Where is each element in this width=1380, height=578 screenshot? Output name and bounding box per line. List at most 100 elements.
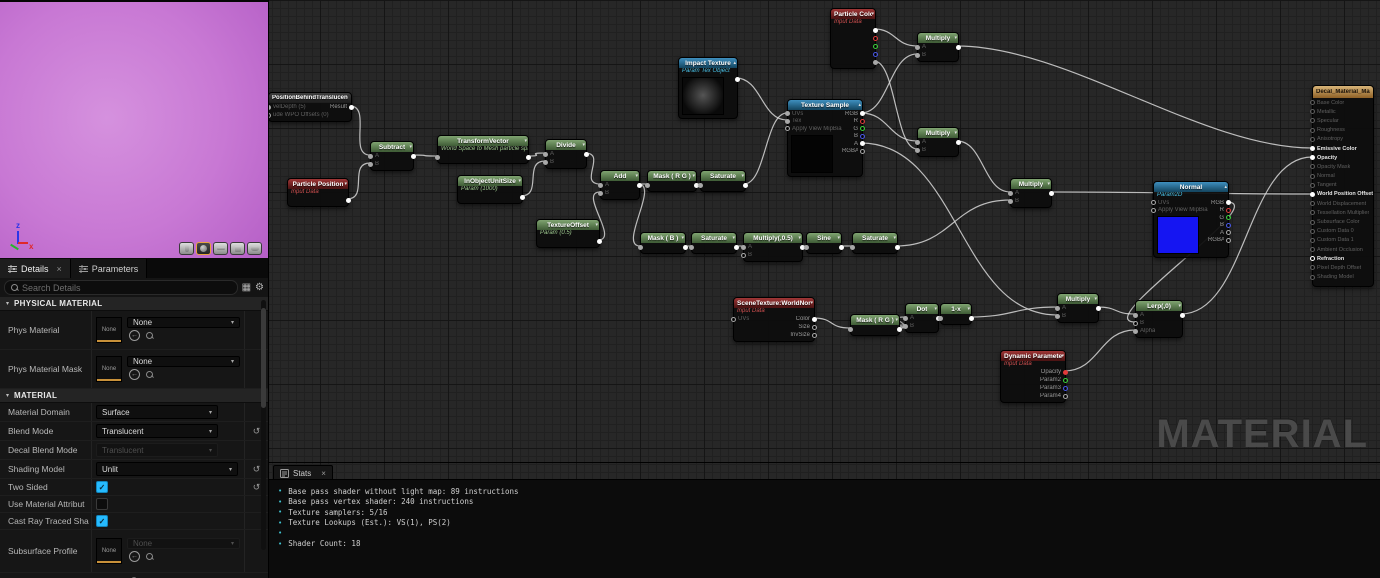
pin-circle[interactable] xyxy=(368,161,373,167)
pin[interactable] xyxy=(873,58,878,66)
pin[interactable] xyxy=(873,34,878,42)
pin-uvs[interactable]: UVs xyxy=(731,315,749,323)
pin-circle[interactable] xyxy=(1310,127,1315,133)
pin-b[interactable]: B xyxy=(915,146,926,154)
pin-a[interactable]: A xyxy=(915,43,926,51)
pin-circle[interactable] xyxy=(915,44,920,50)
node-header[interactable]: Multiply▾ xyxy=(918,128,958,138)
pin-circle[interactable] xyxy=(1226,207,1231,213)
browse-asset-icon[interactable] xyxy=(146,371,153,378)
pin-circle[interactable] xyxy=(903,323,908,329)
pin-subsurface-color[interactable]: Subsurface Color xyxy=(1310,217,1373,226)
pin-b[interactable]: B xyxy=(1008,197,1019,205)
pin-b[interactable]: B xyxy=(543,158,554,166)
asset-thumbnail[interactable]: None xyxy=(96,317,122,343)
collapse-down-icon[interactable]: ▾ xyxy=(798,235,801,241)
pin-circle[interactable] xyxy=(873,43,878,49)
section-expand-icon[interactable]: ▾ xyxy=(6,393,10,399)
blend-mode-dropdown[interactable]: Translucent ▾ xyxy=(96,424,218,438)
pin[interactable] xyxy=(969,314,974,322)
graph-node-mask-rg-2[interactable]: Mask ( R G )▾ xyxy=(848,314,902,336)
node-header[interactable]: Saturate▾ xyxy=(701,171,745,181)
pin[interactable] xyxy=(645,181,650,189)
pin-b[interactable]: B xyxy=(903,322,914,330)
node-header[interactable]: Dynamic Parameter▾ xyxy=(1001,351,1065,361)
pin-circle[interactable] xyxy=(731,316,736,322)
pin[interactable] xyxy=(848,325,853,333)
details-scrollbar[interactable] xyxy=(261,300,266,550)
node-header[interactable]: Multiply▾ xyxy=(1011,179,1051,189)
pin-circle[interactable] xyxy=(1226,215,1231,221)
preview-shape-plane-button[interactable] xyxy=(213,242,228,255)
pin[interactable] xyxy=(743,181,748,189)
pin-rgba[interactable]: RGBA xyxy=(842,148,865,156)
pin[interactable] xyxy=(683,243,688,251)
pin-roughness[interactable]: Roughness xyxy=(1310,126,1373,135)
material-domain-dropdown[interactable]: Surface ▾ xyxy=(96,405,218,419)
pin-tangent[interactable]: Tangent xyxy=(1310,181,1373,190)
pin[interactable] xyxy=(873,26,878,34)
pin-refraction[interactable]: Refraction xyxy=(1310,254,1373,263)
collapse-up-icon[interactable]: ▴ xyxy=(733,60,736,66)
pin-circle[interactable] xyxy=(1226,222,1231,228)
pin-normal[interactable]: Normal xyxy=(1310,172,1373,181)
collapse-down-icon[interactable]: ▾ xyxy=(518,178,521,184)
collapse-down-icon[interactable]: ▾ xyxy=(409,144,412,150)
pin-a[interactable]: A xyxy=(741,243,752,251)
pin-circle[interactable] xyxy=(1008,190,1013,196)
pin[interactable] xyxy=(411,152,416,160)
pin-circle[interactable] xyxy=(741,252,746,258)
pin-circle[interactable] xyxy=(1063,377,1068,383)
pin[interactable] xyxy=(800,243,805,251)
pin-circle[interactable] xyxy=(1226,200,1231,206)
pin[interactable] xyxy=(897,325,902,333)
reset-to-default-icon[interactable]: ↺ xyxy=(252,463,261,474)
pin-circle[interactable] xyxy=(1310,146,1315,152)
node-header[interactable]: Lerp(,0)▾ xyxy=(1136,301,1182,311)
pin-circle[interactable] xyxy=(938,315,943,321)
pin[interactable] xyxy=(839,243,844,251)
collapse-down-icon[interactable]: ▾ xyxy=(954,35,957,41)
pin-circle[interactable] xyxy=(873,27,878,33)
node-header[interactable]: Subtract▾ xyxy=(371,142,413,152)
pin-circle[interactable] xyxy=(1063,385,1068,391)
pin-circle[interactable] xyxy=(1310,155,1315,161)
node-header[interactable]: Saturate▾ xyxy=(853,233,897,243)
pin-a[interactable]: A xyxy=(915,138,926,146)
pin-circle[interactable] xyxy=(349,104,354,110)
collapse-down-icon[interactable]: ▾ xyxy=(1094,296,1097,302)
pin-metallic[interactable]: Metallic xyxy=(1310,107,1373,116)
collapse-down-icon[interactable]: ▾ xyxy=(837,235,840,241)
pin-size[interactable]: Size xyxy=(790,323,817,331)
pin-circle[interactable] xyxy=(368,153,373,159)
pin-circle[interactable] xyxy=(915,139,920,145)
scrollbar-thumb[interactable] xyxy=(261,308,266,408)
node-header[interactable]: TransformVector▾ xyxy=(438,136,528,146)
pin-circle[interactable] xyxy=(1133,328,1138,334)
phys-material-mask-dropdown[interactable]: None ▾ xyxy=(127,356,240,367)
pin[interactable] xyxy=(526,153,531,161)
node-header[interactable]: Multiply▾ xyxy=(918,33,958,43)
pin-circle[interactable] xyxy=(698,182,703,188)
pin-circle[interactable] xyxy=(1226,230,1231,236)
collapse-down-icon[interactable]: ▾ xyxy=(954,130,957,136)
pin-circle[interactable] xyxy=(812,324,817,330)
collapse-down-icon[interactable]: ▾ xyxy=(524,138,527,144)
pin-circle[interactable] xyxy=(1310,100,1315,106)
pin-a[interactable]: A xyxy=(842,140,865,148)
pin-circle[interactable] xyxy=(1310,182,1315,188)
pin-circle[interactable] xyxy=(645,182,650,188)
pin-circle[interactable] xyxy=(850,244,855,250)
pin-alpha[interactable]: Alpha xyxy=(1133,327,1155,335)
pin-base-color[interactable]: Base Color xyxy=(1310,98,1373,107)
graph-node-impact-texture[interactable]: Impact Texture▴Param Tex Object xyxy=(678,57,740,119)
pin-circle[interactable] xyxy=(1008,198,1013,204)
pin-apply-view-mipbias[interactable]: Apply View MipBias xyxy=(785,125,842,133)
pin-a[interactable]: A xyxy=(1008,189,1019,197)
reset-to-default-icon[interactable]: ↺ xyxy=(252,425,261,436)
pin-circle[interactable] xyxy=(785,111,790,117)
pin-circle[interactable] xyxy=(860,118,865,124)
